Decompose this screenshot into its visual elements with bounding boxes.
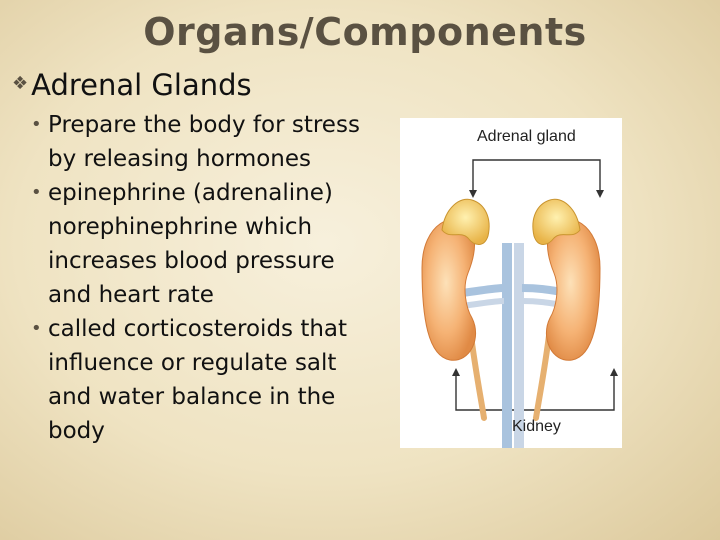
bullet-dot-icon: • — [31, 182, 42, 203]
bullet-text: Prepare the body for stress by releasing… — [48, 112, 360, 172]
kidney-adrenal-diagram — [421, 159, 618, 448]
bullet-text: called corticosteroids that influence or… — [48, 316, 348, 444]
slide-title: Organs/Components — [143, 10, 587, 54]
bullet-icon: ❖ — [12, 72, 29, 94]
section-heading: ❖ Adrenal Glands — [12, 68, 252, 102]
kidney-illustration: Adrenal gland Kidney — [400, 118, 622, 448]
right-adrenal-gland — [532, 198, 581, 245]
left-adrenal-gland — [441, 198, 490, 245]
bullet-text: epinephrine (adrenaline) norephinephrine… — [48, 180, 335, 308]
list-item: • Prepare the body for stress by releasi… — [28, 108, 373, 176]
bullet-list: • Prepare the body for stress by releasi… — [28, 108, 373, 448]
adrenal-gland-label: Adrenal gland — [477, 128, 576, 145]
list-item: • epinephrine (adrenaline) norephinephri… — [28, 176, 373, 312]
list-item: • called corticosteroids that influence … — [28, 312, 373, 448]
bullet-dot-icon: • — [31, 318, 42, 339]
arrowheads — [452, 190, 618, 376]
bullet-dot-icon: • — [31, 114, 42, 135]
section-heading-text: Adrenal Glands — [31, 68, 252, 102]
kidney-label: Kidney — [512, 418, 561, 435]
